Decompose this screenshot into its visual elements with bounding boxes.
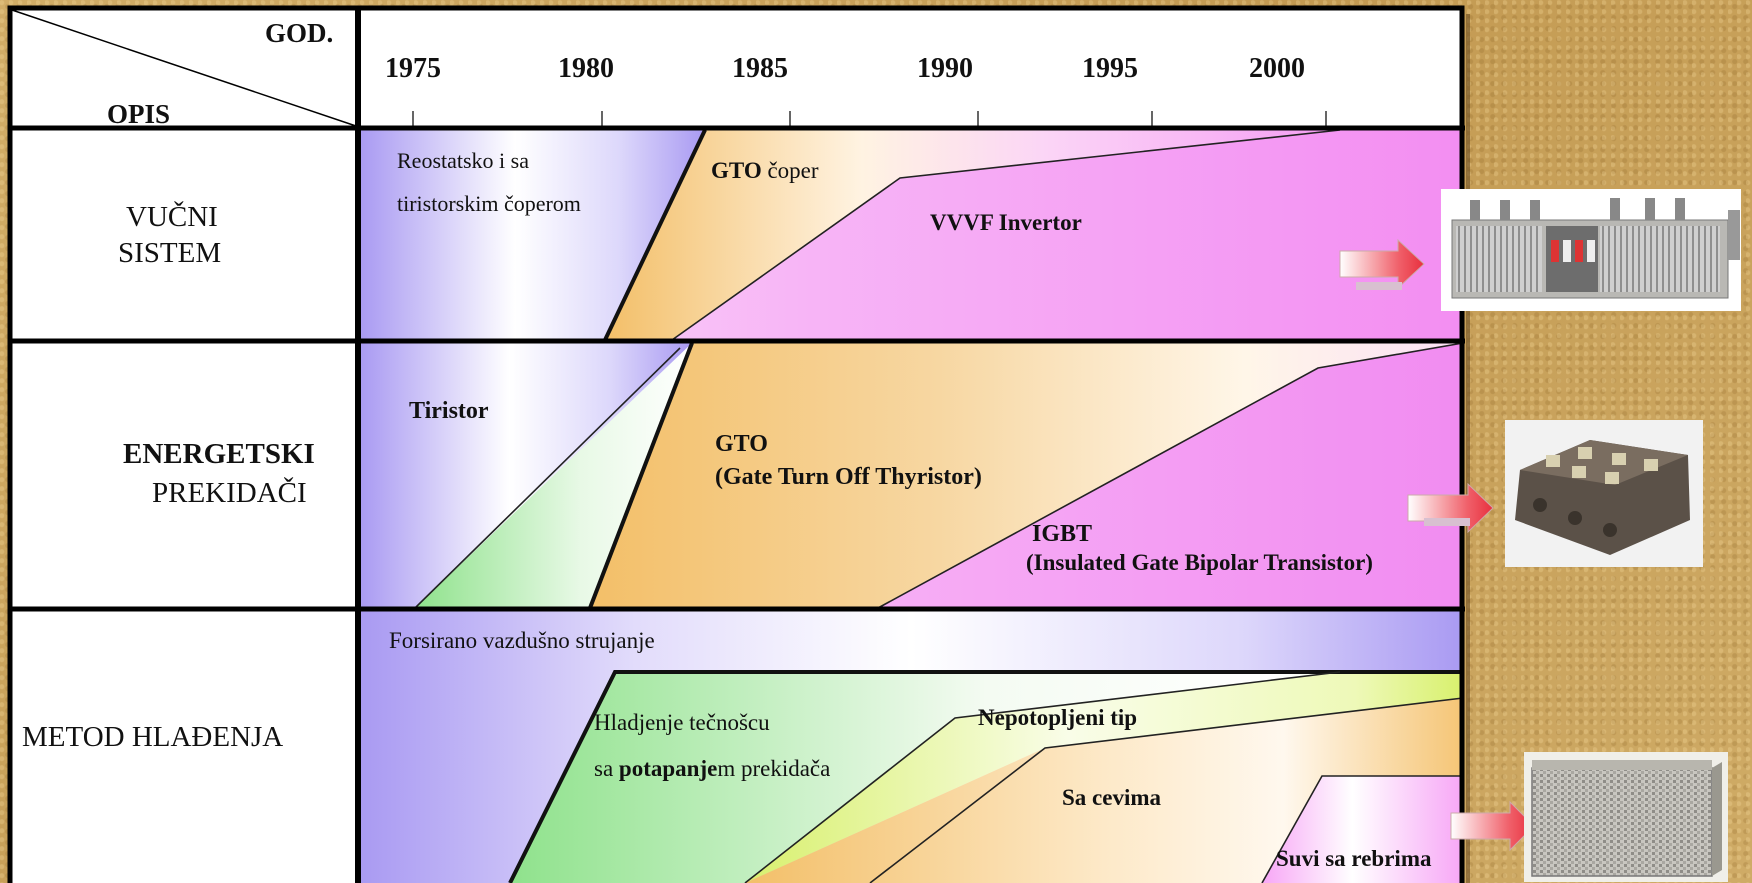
- row-label-cooling: METOD HLAĐENJA: [22, 721, 283, 753]
- text-gto-line2: (Gate Turn Off Thyristor): [715, 464, 982, 490]
- header-year-label: GOD.: [265, 18, 333, 48]
- text-non-submerged: Nepotopljeni tip: [978, 705, 1137, 730]
- region-rheostatic: [360, 130, 705, 340]
- year-2000: 2000: [1249, 53, 1305, 84]
- year-1980: 1980: [558, 53, 614, 84]
- region-tubes: [745, 698, 1463, 883]
- region-gto: [590, 343, 1463, 608]
- traction-inverter-image: [1441, 189, 1741, 311]
- text-tubes: Sa cevima: [1062, 785, 1162, 810]
- finned-cooler-image: [1524, 752, 1728, 882]
- year-1990: 1990: [917, 53, 973, 84]
- row-label-traction-line2: SISTEM: [118, 237, 221, 269]
- row-cooling-method: [360, 611, 1464, 883]
- row-label-switches-line1: ENERGETSKI: [123, 438, 315, 470]
- year-axis-labels: 1975 1980 1985 1990 1995 2000: [385, 53, 1305, 84]
- text-thyristor: Tiristor: [409, 398, 489, 424]
- text-liquid-line1: Hladjenje tečnošcu: [594, 710, 770, 735]
- text-forced-air: Forsirano vazdušno strujanje: [389, 628, 655, 653]
- text-vvvf-invertor: VVVF Invertor: [930, 210, 1082, 235]
- text-gto-chopper: GTO čoper: [711, 158, 819, 183]
- text-dry-fins: Suvi sa rebrima: [1276, 846, 1432, 871]
- row-label-switches-line2: PREKIDAČI: [152, 476, 307, 509]
- row-power-switches: [360, 342, 1464, 609]
- region-dry-fins: [1262, 776, 1463, 883]
- year-ticks: [412, 111, 1327, 128]
- text-igbt-line2: (Insulated Gate Bipolar Transistor): [1026, 550, 1373, 575]
- arrow-icon-switches: [1407, 482, 1494, 534]
- text-rheostatic-line1: Reostatsko i sa: [397, 148, 529, 173]
- arrow-icon-traction: [1339, 238, 1425, 290]
- row-traction-system: [360, 129, 1463, 341]
- text-rheostatic-line2: tiristorskim čoperom: [397, 191, 581, 216]
- text-igbt-line1: IGBT: [1032, 521, 1092, 547]
- header-description-label: OPIS: [107, 99, 170, 129]
- year-1985: 1985: [732, 53, 788, 84]
- arrow-icon-cooling: [1450, 800, 1535, 852]
- region-gto-chopper: [605, 130, 1340, 340]
- year-1995: 1995: [1082, 53, 1138, 84]
- text-liquid-line2: sa potapanjem prekidača: [594, 756, 830, 781]
- table-grid: [7, 5, 1465, 883]
- row-label-traction-line1: VUČNI: [126, 200, 218, 233]
- text-gto-line1: GTO: [715, 431, 768, 457]
- year-1975: 1975: [385, 53, 441, 84]
- igbt-module-image: [1505, 420, 1703, 567]
